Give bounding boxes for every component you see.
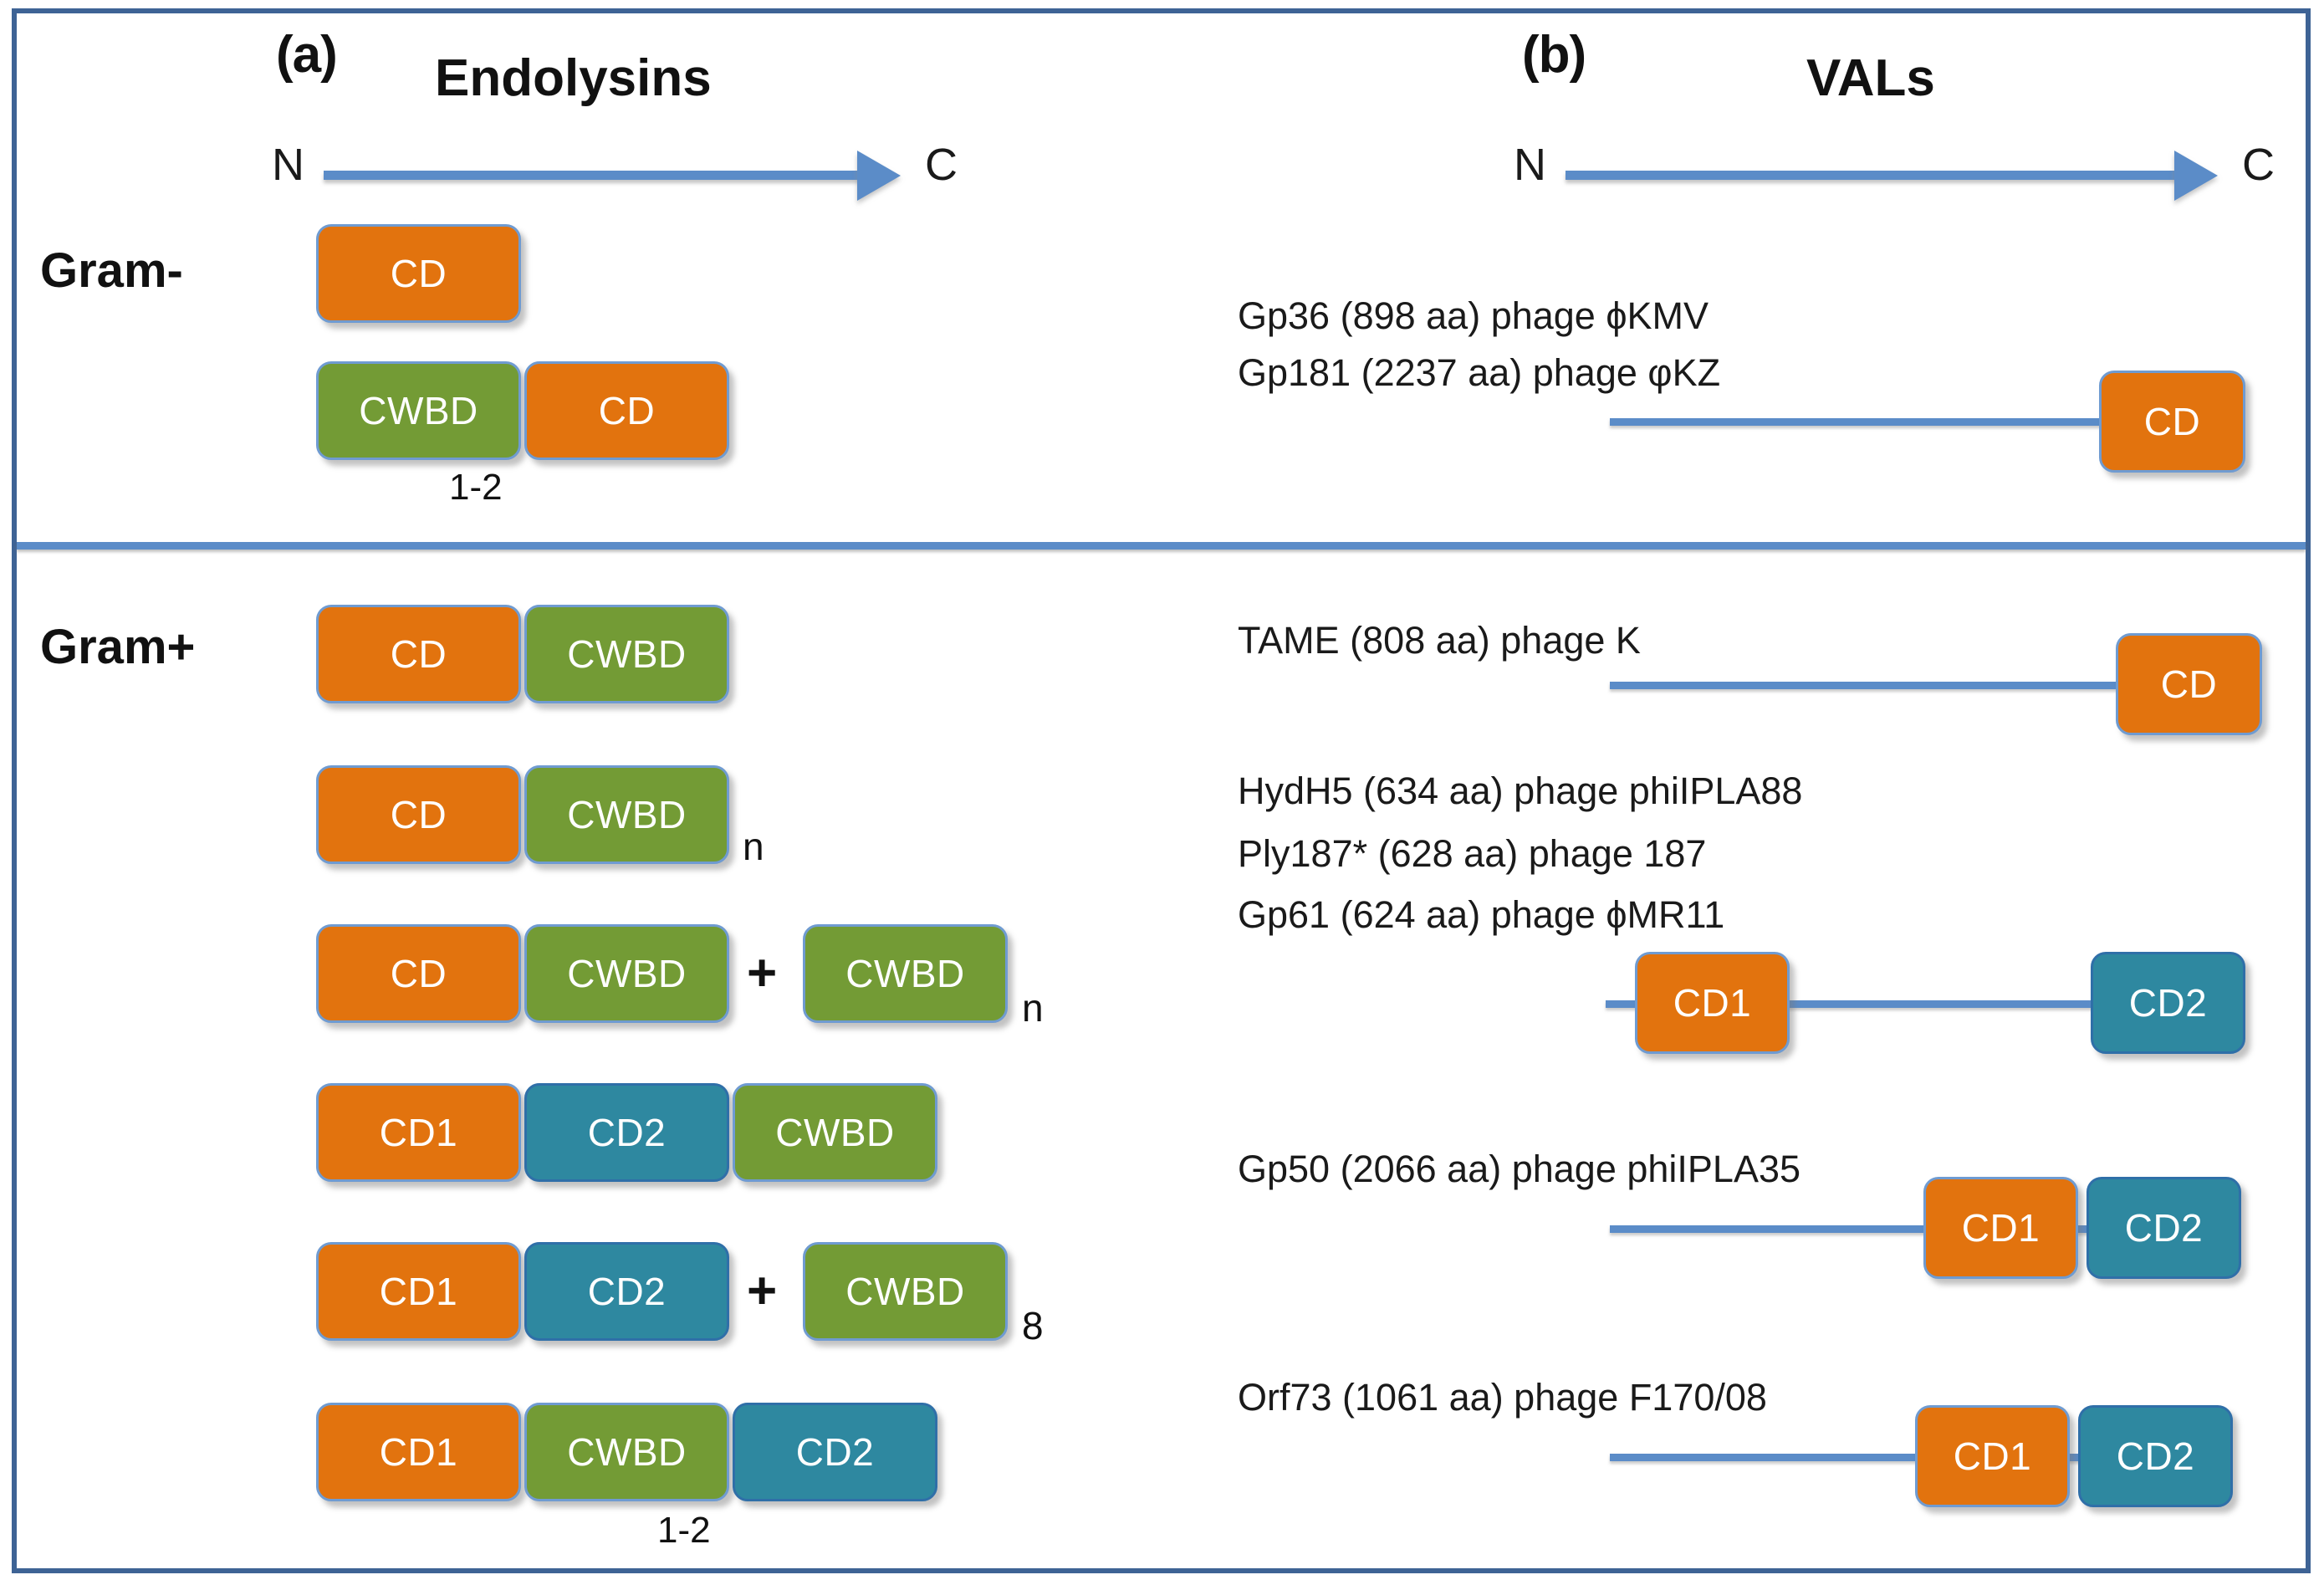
repeat-subscript-8: 8: [1022, 1304, 1044, 1347]
val-protein-label: TAME (808 aa) phage K: [1238, 619, 1641, 662]
block-label: CWBD: [775, 1111, 895, 1154]
axis-shaft-a: [324, 171, 867, 180]
block-label: CD: [390, 632, 447, 676]
block-label: CD: [2160, 662, 2218, 706]
block-label: CWBD: [567, 1430, 687, 1474]
endolysin-block-cd: CD: [316, 605, 521, 703]
block-label: CD1: [379, 1430, 458, 1474]
block-label: CD1: [1961, 1206, 2041, 1250]
block-label: CD: [2143, 400, 2201, 443]
panel-b-tag: (b): [1522, 26, 1586, 84]
repeat-count-1-2: 1-2: [657, 1510, 711, 1551]
axis-arrowhead-b: [2174, 151, 2218, 201]
panel-a-title: Endolysins: [435, 49, 712, 107]
block-label: CD2: [587, 1111, 667, 1154]
group-label-gram-negative: Gram-: [40, 243, 183, 298]
c-terminus-label-b: C: [2242, 140, 2275, 190]
figure-outer-border: [12, 8, 2311, 1573]
axis-arrowhead-a: [857, 151, 901, 201]
val-protein-label: Gp50 (2066 aa) phage phiIPLA35: [1238, 1148, 1801, 1190]
val-block-cd1: CD1: [1923, 1177, 2078, 1279]
block-label: CD: [390, 252, 447, 295]
c-terminus-label-a: C: [925, 140, 958, 190]
block-label: CD2: [2128, 981, 2208, 1025]
endolysin-block-cwbd: CWBD: [524, 765, 729, 864]
endolysin-block-cwbd-extra: CWBD: [803, 1242, 1008, 1341]
block-label: CD1: [1953, 1434, 2032, 1478]
plus-operator: +: [747, 944, 778, 1002]
val-protein-label: Orf73 (1061 aa) phage F170/08: [1238, 1376, 1767, 1419]
val-protein-label: Ply187* (628 aa) phage 187: [1238, 832, 1707, 875]
endolysin-block-cwbd-extra: CWBD: [803, 924, 1008, 1023]
endolysin-block-cwbd: CWBD: [524, 1403, 729, 1501]
val-protein-label: Gp61 (624 aa) phage ϕMR11: [1238, 893, 1725, 936]
block-label: CD2: [2124, 1206, 2204, 1250]
endolysin-block-cwbd: CWBD: [524, 924, 729, 1023]
repeat-subscript-n: n: [1022, 986, 1044, 1030]
block-label: CD: [390, 793, 447, 836]
gram-section-divider: [17, 542, 2306, 550]
endolysin-block-cd1: CD1: [316, 1403, 521, 1501]
block-label: CD: [598, 389, 656, 432]
endolysin-block-cd1: CD1: [316, 1242, 521, 1341]
val-block-cd1: CD1: [1915, 1405, 2070, 1507]
block-label: CWBD: [845, 952, 965, 995]
repeat-subscript-n: n: [743, 825, 764, 868]
endolysin-block-cd: CD: [316, 924, 521, 1023]
block-label: CD1: [379, 1270, 458, 1313]
val-backbone-line: [1610, 1225, 2162, 1233]
val-backbone-line: [1610, 1454, 2162, 1461]
panel-a-tag: (a): [276, 26, 338, 84]
block-label: CWBD: [567, 632, 687, 676]
n-terminus-label-b: N: [1514, 140, 1546, 190]
endolysin-block-cwbd: CWBD: [316, 361, 521, 460]
val-block-cd1: CD1: [1635, 952, 1790, 1054]
val-block-cd2: CD2: [2091, 952, 2245, 1054]
val-block-cd: CD: [2116, 633, 2262, 735]
endolysin-block-cwbd: CWBD: [524, 605, 729, 703]
block-label: CWBD: [567, 952, 687, 995]
val-block-cd: CD: [2099, 371, 2245, 473]
endolysin-block-cd2: CD2: [524, 1242, 729, 1341]
val-backbone-line: [1610, 418, 2149, 426]
endolysin-block-cd2: CD2: [524, 1083, 729, 1182]
panel-b-title: VALs: [1806, 49, 1935, 107]
endolysin-block-cd2: CD2: [733, 1403, 937, 1501]
axis-shaft-b: [1566, 171, 2184, 180]
repeat-count-1-2: 1-2: [449, 467, 503, 508]
val-block-cd2: CD2: [2086, 1177, 2241, 1279]
plus-operator: +: [747, 1262, 778, 1320]
block-label: CWBD: [359, 389, 478, 432]
block-label: CD2: [795, 1430, 875, 1474]
val-backbone-line: [1606, 1000, 2158, 1008]
block-label: CD2: [2116, 1434, 2195, 1478]
n-terminus-label-a: N: [272, 140, 304, 190]
val-block-cd2: CD2: [2078, 1405, 2233, 1507]
val-protein-label: Gp181 (2237 aa) phage φKZ: [1238, 351, 1721, 394]
endolysin-block-cd1: CD1: [316, 1083, 521, 1182]
val-protein-label: HydH5 (634 aa) phage phiIPLA88: [1238, 769, 1803, 812]
endolysin-block-cd: CD: [316, 224, 521, 323]
block-label: CD1: [379, 1111, 458, 1154]
block-label: CD1: [1673, 981, 1752, 1025]
block-label: CWBD: [845, 1270, 965, 1313]
block-label: CD2: [587, 1270, 667, 1313]
endolysin-block-cwbd: CWBD: [733, 1083, 937, 1182]
val-protein-label: Gp36 (898 aa) phage ϕKMV: [1238, 294, 1709, 337]
block-label: CWBD: [567, 793, 687, 836]
endolysin-block-cd: CD: [316, 765, 521, 864]
endolysin-block-cd: CD: [524, 361, 729, 460]
val-backbone-line: [1610, 682, 2166, 689]
group-label-gram-positive: Gram+: [40, 620, 196, 674]
block-label: CD: [390, 952, 447, 995]
